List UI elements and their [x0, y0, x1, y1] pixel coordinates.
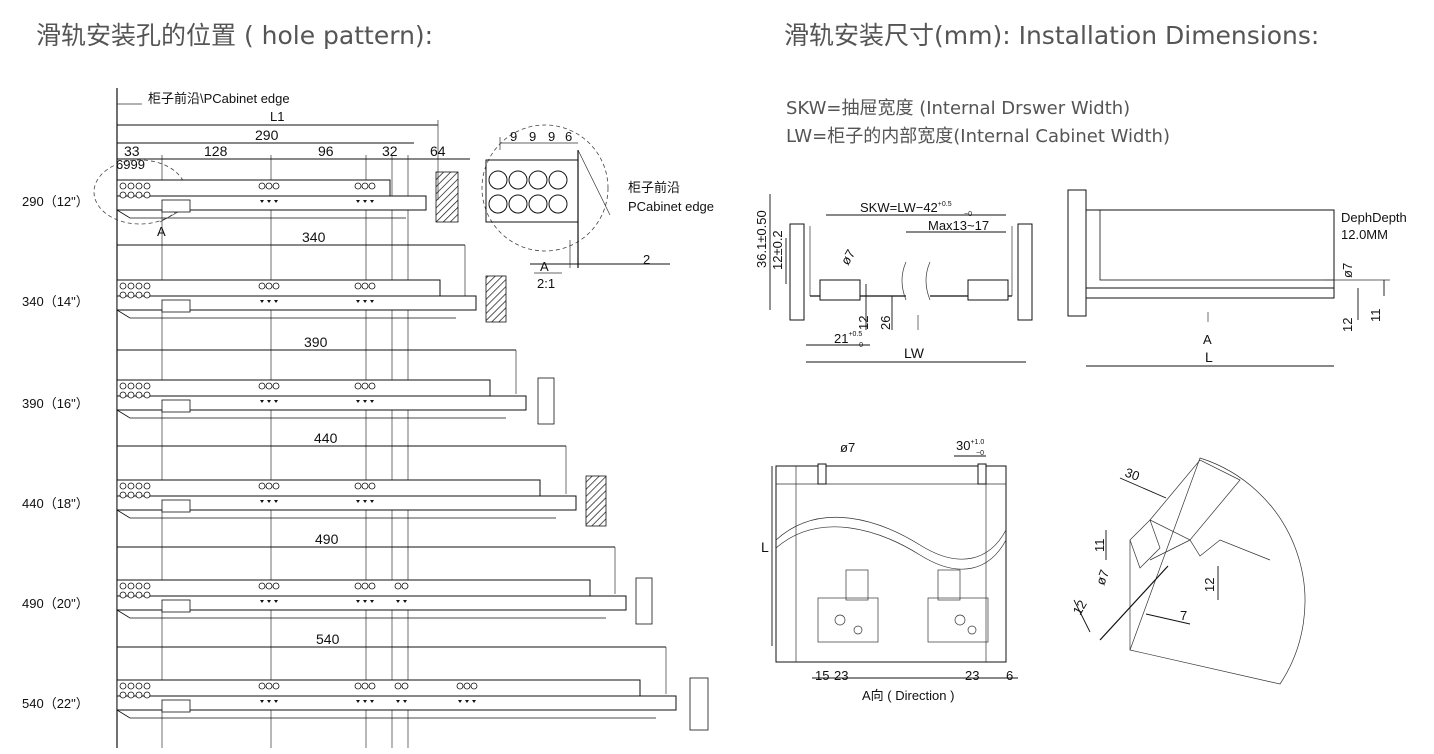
row-label-290: 290（12"）	[22, 194, 89, 209]
depth-value: 12.0MM	[1341, 227, 1388, 242]
row-label-490: 490（20"）	[22, 596, 89, 611]
dim-96: 96	[318, 143, 334, 159]
row-label-340: 340（14"）	[22, 294, 89, 309]
skw-definition: SKW=抽屉宽度 (Internal Drswer Width)	[786, 98, 1131, 119]
slide-rail	[116, 579, 627, 619]
iso-dim-11: 11	[1092, 539, 1107, 553]
bottom-install-view: ø7 30+1.0 −0 L 15 23 23 6 A向 ( Direction…	[761, 438, 1018, 703]
detail-hole	[548, 194, 568, 214]
row-label-440: 440（18"）	[22, 496, 89, 511]
dim-32: 32	[382, 143, 398, 159]
dim-36-1: 36.1±0.50	[754, 210, 769, 268]
row-length-540: 540	[316, 631, 340, 647]
detail-hole	[528, 170, 548, 190]
slide-rail	[116, 479, 577, 519]
isometric-detail-view: 30 11 ø7 12 12 7	[1070, 457, 1306, 685]
phi7-front: ø7	[838, 247, 859, 268]
row-label-540: 540（22"）	[22, 696, 89, 711]
dim-6999: 6999	[116, 157, 145, 172]
side-a-label: A	[1203, 332, 1212, 347]
bottom-l-label: L	[761, 539, 769, 555]
detail-a-view: 9 9 9 6 柜子前沿 PCabinet edge A 2:1 2	[481, 124, 714, 291]
iso-dim-12b: 12	[1202, 578, 1217, 592]
dim-6-bottom: 6	[1006, 668, 1013, 683]
iso-dim-12a: 12	[1070, 597, 1090, 617]
detail-a-label: A	[540, 259, 549, 274]
right-title: 滑轨安装尺寸(mm): Installation Dimensions:	[784, 21, 1320, 50]
direction-label: A向 ( Direction )	[862, 688, 954, 703]
skw-dim-tol-low: −0	[964, 211, 972, 218]
detail-dim-6: 6	[565, 129, 572, 144]
detail-hole	[488, 194, 508, 214]
detail-dim-9b: 9	[529, 129, 536, 144]
detail-hole	[508, 194, 528, 214]
detail-hole	[488, 170, 508, 190]
iso-dim-30: 30	[1123, 465, 1142, 484]
detail-dim-9a: 9	[510, 129, 517, 144]
slide-rail	[116, 679, 677, 719]
left-title: 滑轨安装孔的位置 ( hole pattern):	[36, 21, 434, 50]
dim-64: 64	[430, 143, 446, 159]
slide-rail	[116, 179, 427, 219]
row-length-440: 440	[314, 430, 338, 446]
dim-26: 26	[878, 316, 893, 330]
detail-hole	[528, 194, 548, 214]
top-length-290: 290	[255, 127, 279, 143]
iso-dim-7: 7	[1180, 608, 1187, 623]
row-length-340: 340	[302, 229, 326, 245]
lw-dim-label: LW	[904, 345, 925, 361]
detail-scale: 2:1	[537, 276, 555, 291]
phi7-bottom: ø7	[840, 440, 855, 455]
iso-phi: ø7	[1093, 568, 1112, 587]
detail-edge-en: PCabinet edge	[628, 199, 714, 214]
dim-12-side: 12	[1340, 318, 1355, 332]
dim-23-left: 23	[834, 668, 848, 683]
dim-128: 128	[204, 143, 228, 159]
slide-rail	[116, 279, 477, 319]
max-dim-label: Max13~17	[928, 218, 989, 233]
side-l-label: L	[1205, 349, 1213, 365]
dim-23-right: 23	[965, 668, 979, 683]
side-install-view: DephDepth 12.0MM ø7 12 11 A L	[1067, 189, 1407, 367]
dim-33: 33	[124, 143, 140, 159]
detail-hole	[548, 170, 568, 190]
row-length-490: 490	[315, 531, 339, 547]
detail-edge-cn: 柜子前沿	[628, 180, 680, 195]
dim-21-tol-low: −0	[855, 342, 863, 349]
row-length-390: 390	[304, 334, 328, 350]
detail-dim-9c: 9	[548, 129, 555, 144]
dim-12-front: 12	[856, 316, 871, 330]
lw-definition: LW=柜子的内部宽度(Internal Cabinet Width)	[786, 126, 1170, 147]
l1-label: L1	[270, 109, 284, 124]
detail-gap-2: 2	[643, 252, 650, 267]
dim-15: 15	[815, 668, 829, 683]
dim-12-tol: 12±0.2	[770, 230, 785, 270]
detail-a-marker: A	[157, 224, 166, 239]
dim-30-tol-low: −0	[976, 450, 984, 457]
dim-11-side: 11	[1368, 309, 1383, 323]
slide-rail	[116, 379, 527, 419]
detail-hole	[508, 170, 528, 190]
dim-21: 21+0.5	[834, 331, 862, 346]
hole-pattern-drawing: 柜子前沿\PCabinet edge L1 290 33 128 96 32 6…	[22, 88, 709, 748]
row-label-390: 390（16"）	[22, 396, 89, 411]
phi7-side: ø7	[1340, 263, 1355, 278]
skw-dim-label: SKW=LW−42+0.5	[860, 200, 952, 215]
depth-label: DephDepth	[1341, 210, 1407, 225]
dim-30-bottom: 30+1.0	[956, 438, 984, 453]
front-install-view: SKW=LW−42+0.5 −0 Max13~17 36.1±0.50 12±0…	[754, 194, 1033, 363]
cabinet-edge-label: 柜子前沿\PCabinet edge	[148, 91, 290, 106]
